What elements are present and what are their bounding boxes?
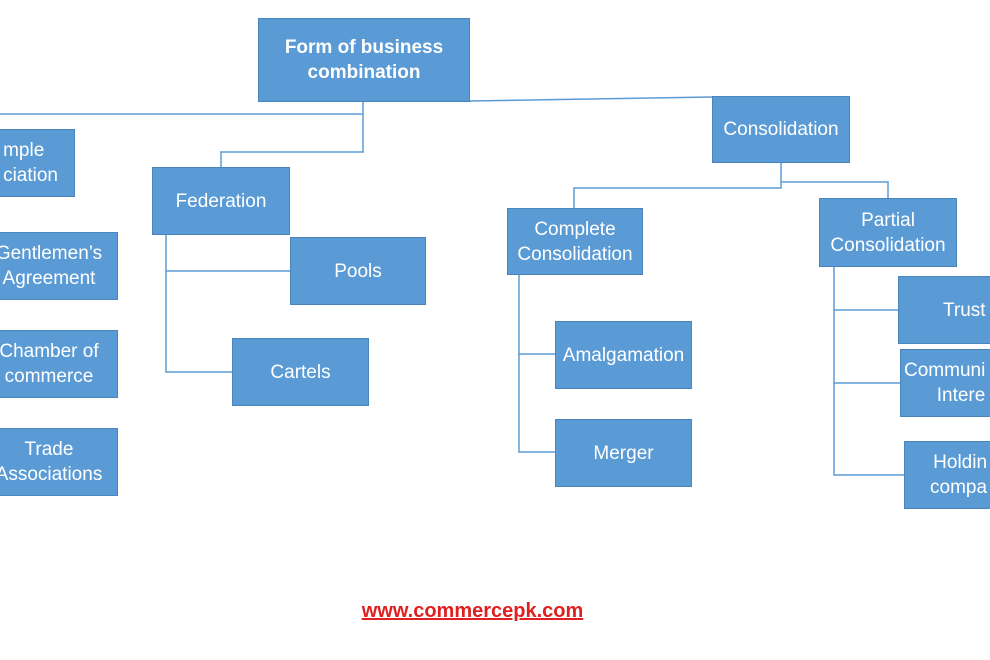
chamber-of-commerce-label: Chamber of commerce: [0, 341, 99, 387]
holding-company-box: Holdin compa: [904, 441, 990, 509]
pools-box: Pools: [290, 237, 426, 305]
community-interest-label: Communi Intere: [904, 360, 986, 406]
simple-association-label: mple ciation: [3, 140, 58, 186]
cartels-box: Cartels: [232, 338, 369, 406]
gentlemens-agreement-box: Gentlemen’s Agreement: [0, 232, 118, 300]
trust-label: Trust: [943, 299, 986, 321]
simple-association-box: mple ciation: [0, 129, 75, 197]
pools-label: Pools: [334, 260, 382, 282]
amalgamation-box: Amalgamation: [555, 321, 692, 389]
root-label: Form of business combination: [284, 37, 444, 83]
connector-root-federation: [220, 114, 364, 167]
gentlemens-agreement-label: Gentlemen’s Agreement: [0, 243, 103, 289]
federation-box: Federation: [152, 167, 290, 235]
holding-company-label: Holdin compa: [930, 452, 988, 498]
connector-root-left: [0, 101, 364, 115]
connector-federation-cartels: [165, 271, 232, 373]
complete-consolidation-box: Complete Consolidation: [507, 208, 643, 275]
trust-box: Trust: [898, 276, 990, 344]
partial-consolidation-box: Partial Consolidation: [819, 198, 957, 267]
consolidation-label: Consolidation: [723, 119, 839, 140]
chamber-of-commerce-box: Chamber of commerce: [0, 330, 118, 398]
trade-associations-label: Trade Associations: [0, 439, 103, 485]
amalgamation-label: Amalgamation: [562, 344, 685, 366]
cartels-label: Cartels: [270, 361, 331, 383]
partial-consolidation-label: Partial Consolidation: [830, 209, 946, 256]
connector-partial-trust: [833, 267, 898, 311]
connector-complete-amalgamation: [518, 275, 555, 355]
connector-partial-community: [833, 310, 900, 384]
connector-federation-pools: [165, 234, 290, 272]
connector-consolidation-split: [573, 163, 782, 208]
merger-box: Merger: [555, 419, 692, 487]
root-box: Form of business combination: [258, 18, 470, 102]
connector-complete-merger: [518, 354, 555, 453]
complete-consolidation-label: Complete Consolidation: [517, 218, 633, 265]
merger-label: Merger: [593, 442, 654, 464]
connector-root-consolidation: [469, 96, 713, 102]
trade-associations-box: Trade Associations: [0, 428, 118, 496]
website-link[interactable]: www.commercepk.com: [361, 600, 584, 622]
consolidation-box: Consolidation: [712, 96, 850, 163]
community-interest-box: Communi Intere: [900, 349, 990, 417]
federation-label: Federation: [175, 190, 267, 212]
connector-partial-holding: [833, 383, 904, 476]
connector-consolidation-partial: [781, 181, 889, 198]
